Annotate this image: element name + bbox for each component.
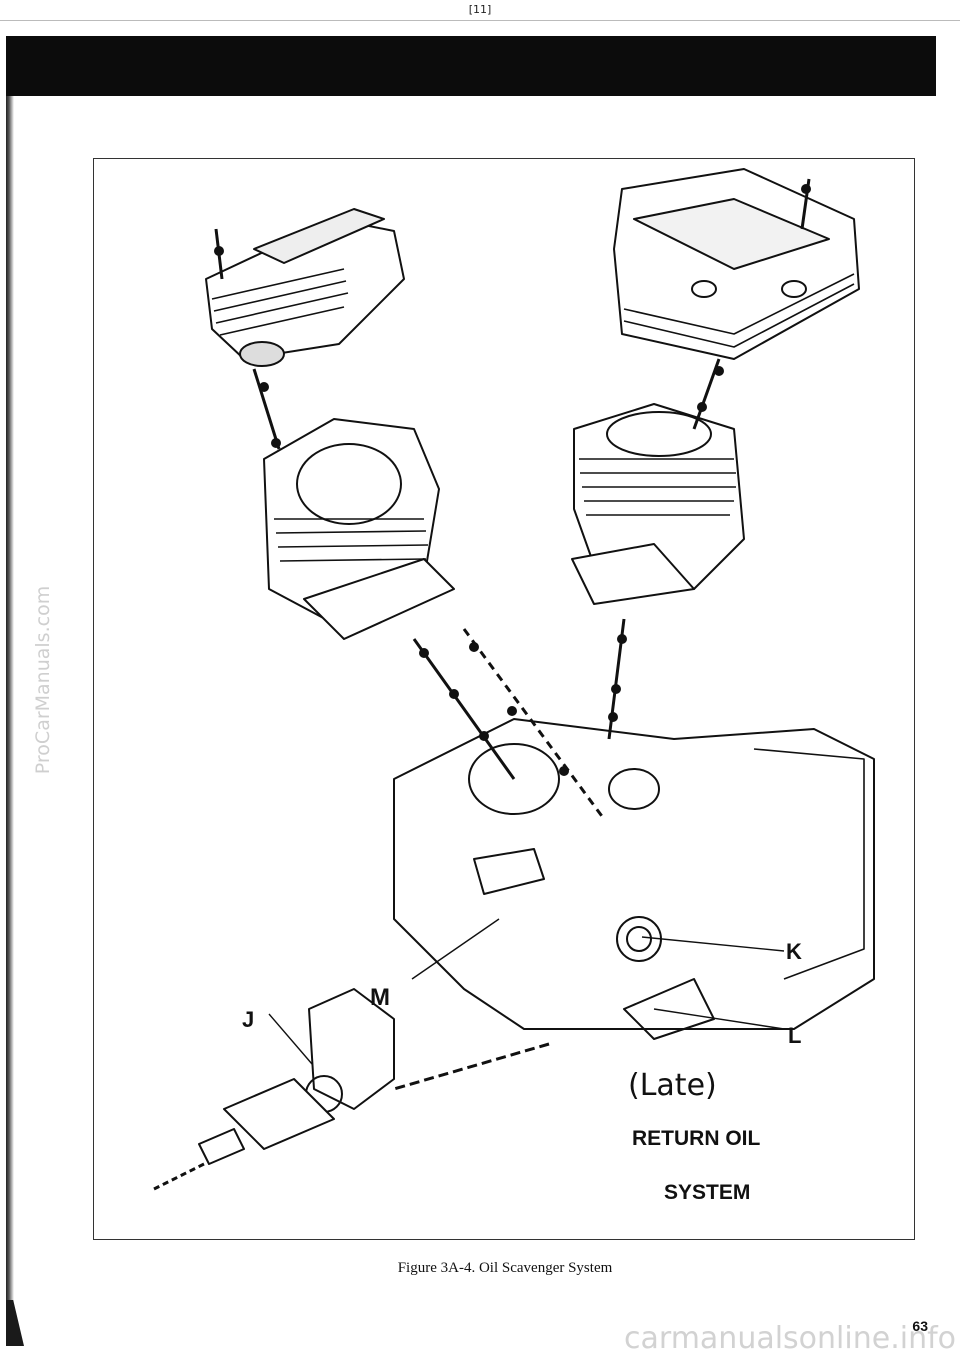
oil-return-lines: [153, 178, 811, 1191]
top-rule: [0, 20, 960, 21]
page-number: 63: [912, 1318, 928, 1334]
figure-title-line-2: SYSTEM: [664, 1181, 750, 1204]
page-reference: [11]: [468, 3, 492, 16]
variant-label: (Late): [628, 1068, 717, 1103]
crankcase: [393, 718, 875, 1040]
side-watermark: ProCarManuals.com: [32, 530, 54, 830]
rear-cylinder: [571, 403, 745, 605]
callout-l: L: [788, 1023, 801, 1048]
binding-edge-shadow: [6, 96, 20, 1336]
figure-caption: Figure 3A-4. Oil Scavenger System: [397, 1260, 613, 1276]
front-cylinder-head: [205, 208, 405, 367]
leader-lines: [268, 918, 785, 1065]
front-cylinder: [263, 418, 455, 640]
oil-pump: [198, 988, 395, 1165]
callout-k: K: [786, 939, 802, 964]
figure-frame: J M K L (Late) RETURN OIL SYSTEM: [93, 158, 915, 1240]
figure-title-line-1: RETURN OIL: [632, 1127, 761, 1150]
callout-j: J: [242, 1007, 254, 1032]
callout-m: M: [370, 984, 390, 1011]
rear-cylinder-head: [613, 168, 860, 360]
side-watermark-text: ProCarManuals.com: [32, 585, 54, 775]
engine-illustration: J M K L (Late) RETURN OIL SYSTEM: [153, 168, 875, 1204]
header-band: [6, 36, 936, 96]
bottom-watermark: carmanualsonline.info: [624, 1321, 956, 1356]
flow-markers: [214, 184, 811, 776]
